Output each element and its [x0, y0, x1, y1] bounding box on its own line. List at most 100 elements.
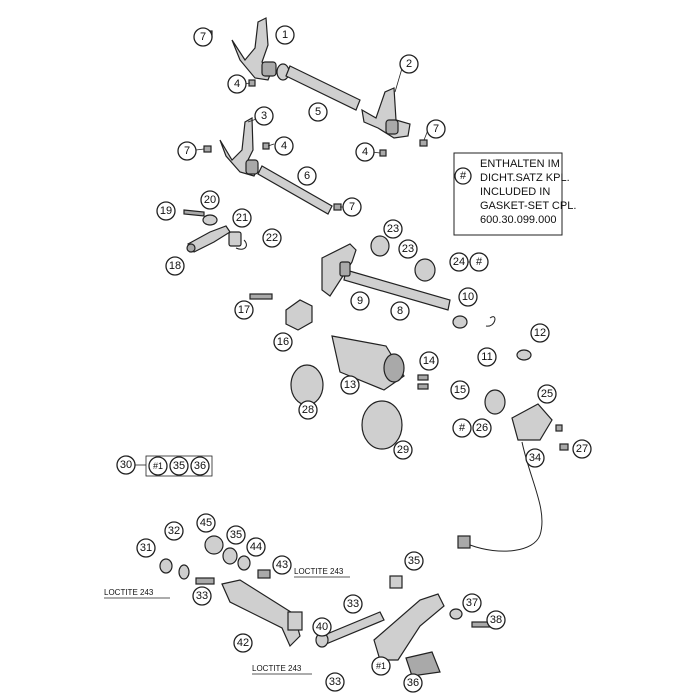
callout-c26h: # — [452, 418, 472, 438]
callout-circle — [232, 208, 252, 228]
callout-c7a: 7 — [193, 27, 213, 47]
callout-circle — [462, 593, 482, 613]
callout-text: 33 — [196, 590, 208, 602]
callout-c12: 12 — [530, 323, 550, 343]
callout-text: 24 — [453, 256, 465, 268]
callout-c36: 36 — [403, 673, 423, 693]
callout-c3: 3 — [254, 106, 274, 126]
loctite-label-1: LOCTITE 243 — [294, 567, 344, 576]
callout-circle — [274, 136, 294, 156]
callout-text: 25 — [541, 388, 553, 400]
callout-text: 37 — [466, 597, 478, 609]
callout-c23a: 23 — [383, 219, 403, 239]
callout-c4b: 4 — [274, 136, 294, 156]
gear-sensor — [457, 389, 569, 552]
callout-c37: 37 — [462, 593, 482, 613]
callout-c1h: #1 — [371, 656, 391, 676]
callout-circle — [450, 380, 470, 400]
callout-text: 32 — [168, 525, 180, 537]
callout-c44: 44 — [246, 537, 266, 557]
callout-c1: 1 — [275, 25, 295, 45]
callout-circle — [342, 197, 362, 217]
callout-circle — [477, 347, 497, 367]
callout-circle — [458, 287, 478, 307]
kit-item-1-text: #1 — [153, 461, 163, 471]
note-line-3: INCLUDED IN — [480, 186, 550, 198]
callout-circle — [469, 252, 489, 272]
callout-circle — [399, 54, 419, 74]
callout-circle — [403, 673, 423, 693]
callout-c21: 21 — [232, 208, 252, 228]
callout-c33b: 33 — [343, 594, 363, 614]
callout-text: 29 — [397, 444, 409, 456]
callout-c16: 16 — [273, 332, 293, 352]
callout-text: 45 — [200, 517, 212, 529]
callout-circle — [192, 586, 212, 606]
callout-circle — [226, 525, 246, 545]
callout-c27: 27 — [572, 439, 592, 459]
callout-circle — [355, 142, 375, 162]
callout-c34: 34 — [525, 448, 545, 468]
callout-text: 18 — [169, 260, 181, 272]
callout-circle — [390, 301, 410, 321]
shift-fork-3 — [219, 116, 259, 177]
kit-item-2: 35 — [169, 456, 189, 476]
callout-30: 30 — [116, 455, 136, 475]
callout-circle — [262, 228, 282, 248]
callout-circle — [419, 351, 439, 371]
callout-c26: 26 — [472, 418, 492, 438]
callout-text: 15 — [454, 384, 466, 396]
callout-text: 4 — [362, 146, 368, 158]
callout-c7d: 7 — [342, 197, 362, 217]
callout-text: 7 — [200, 31, 206, 43]
callout-circle — [525, 448, 545, 468]
shift-drum-shaft — [321, 235, 451, 311]
callout-text: 14 — [423, 355, 435, 367]
callout-circle — [275, 25, 295, 45]
callout-text: 43 — [276, 559, 288, 571]
note-line-1: ENTHALTEN IM — [480, 158, 560, 170]
callout-c45: 45 — [196, 513, 216, 533]
callout-c35b: 35 — [404, 551, 424, 571]
callout-text: 26 — [476, 422, 488, 434]
callout-circle — [537, 384, 557, 404]
callout-circle — [486, 610, 506, 630]
note-hash-callout: # — [454, 167, 472, 185]
callout-text: 4 — [281, 140, 287, 152]
callout-circle — [530, 323, 550, 343]
callout-c8: 8 — [390, 301, 410, 321]
callout-c7b: 7 — [426, 119, 446, 139]
shift-rod-6 — [257, 165, 333, 215]
shift-rod-5 — [285, 65, 361, 111]
callout-c24: 24 — [449, 252, 469, 272]
callout-c19: 19 — [156, 201, 176, 221]
callout-text: 1 — [282, 29, 288, 41]
callout-text: # — [459, 422, 466, 434]
gasket-set-note: # ENTHALTEN IM DICHT.SATZ KPL. INCLUDED … — [454, 158, 576, 226]
shift-fork-2 — [361, 87, 411, 139]
shift-lever-assembly — [183, 209, 247, 253]
callout-circle — [200, 190, 220, 210]
kit-item-1: #1 — [148, 456, 168, 476]
callout-text: 28 — [302, 404, 314, 416]
callout-text: 12 — [534, 327, 546, 339]
callout-text: 33 — [347, 598, 359, 610]
callout-text: 20 — [204, 194, 216, 206]
kit-callouts: 30 #1 35 36 — [116, 455, 210, 476]
callout-text: 31 — [140, 542, 152, 554]
callout-c22: 22 — [262, 228, 282, 248]
callout-c7c: 7 — [177, 141, 197, 161]
callout-text: 10 — [462, 291, 474, 303]
callout-text: 4 — [234, 78, 240, 90]
callout-c20: 20 — [200, 190, 220, 210]
callout-c4c: 4 — [355, 142, 375, 162]
callout-c6: 6 — [297, 166, 317, 186]
callout-text: 5 — [315, 106, 321, 118]
kit-item-2-text: 35 — [173, 460, 185, 472]
callout-circle — [325, 672, 345, 692]
loctite-label-2: LOCTITE 243 — [104, 588, 154, 597]
callout-text: # — [476, 256, 483, 268]
callout-c14: 14 — [419, 351, 439, 371]
